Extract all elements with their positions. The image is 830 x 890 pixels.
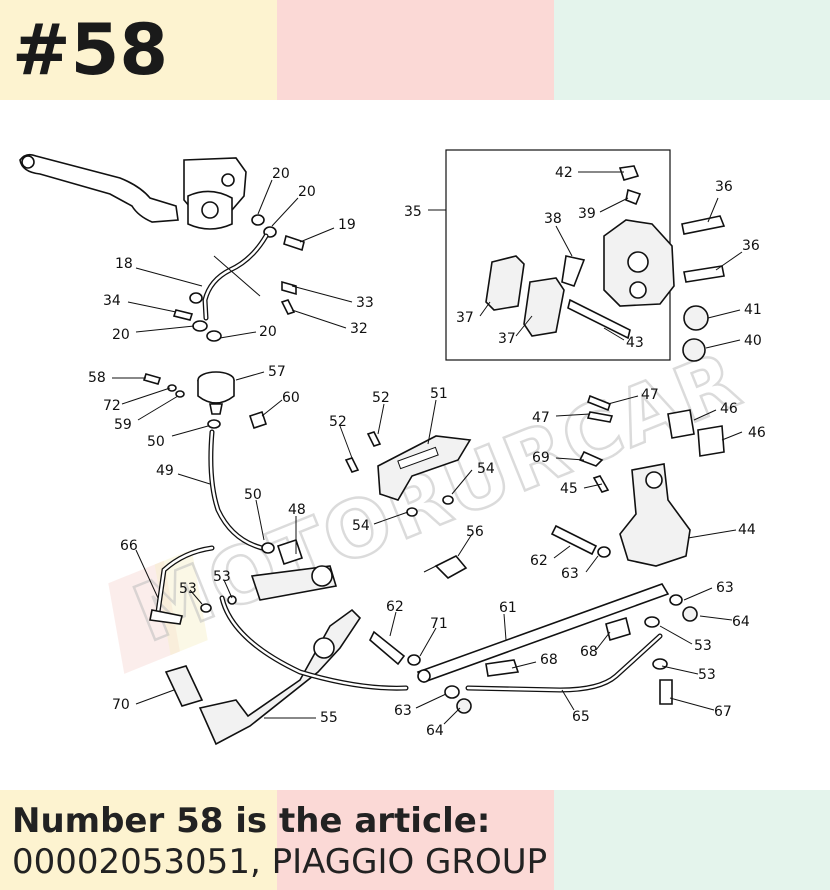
front-brake-lever[interactable] [19,153,179,223]
callout-68-b: 68 [580,644,598,660]
callout-49: 49 [156,463,174,479]
callout-39: 39 [578,206,596,222]
footer-article-line: 00002053051, PIAGGIO GROUP [12,842,547,882]
pedal-rod-61[interactable] [369,583,670,683]
callout-63-c: 63 [394,703,412,719]
leader-lines [112,171,743,725]
band-pink [277,0,554,100]
callout-20-a: 20 [272,166,290,182]
callout-46-b: 46 [748,425,766,441]
callout-37-a: 37 [456,310,474,326]
callout-50-b: 50 [244,487,262,503]
callout-68-a: 68 [540,652,558,668]
brake-pads[interactable] [485,255,565,337]
callout-35: 35 [404,204,422,220]
callout-44: 44 [738,522,756,538]
callout-54-b: 54 [352,518,370,534]
pedal-return-line[interactable] [219,595,409,691]
caliper-bolts[interactable] [681,215,726,362]
callout-46-a: 46 [720,401,738,417]
rear-brake-hose[interactable] [444,594,698,714]
rear-brake-caliper[interactable] [578,394,725,567]
callout-72: 72 [103,398,121,414]
callout-36-a: 36 [715,179,733,195]
callout-63-b: 63 [716,580,734,596]
callout-70: 70 [112,697,130,713]
callout-58: 58 [88,370,106,386]
callout-66: 66 [120,538,138,554]
reservoir-hose[interactable] [208,429,265,551]
callout-47-b: 47 [532,410,550,426]
rear-brake-pedal[interactable] [164,608,362,746]
callout-48: 48 [288,502,306,518]
master-cylinder-bracket[interactable] [344,431,472,517]
callout-53-d: 53 [698,667,716,683]
callout-67: 67 [714,704,732,720]
callout-20-d: 20 [259,324,277,340]
callout-labels: 20 20 19 18 34 20 20 33 32 35 42 39 38 3… [88,165,766,739]
callout-56: 56 [466,524,484,540]
pedal-electrical-hose[interactable] [149,545,237,625]
footer-band-yellow [0,790,277,890]
callout-52-a: 52 [372,390,390,406]
callout-53-c: 53 [694,638,712,654]
callout-64-a: 64 [732,614,750,630]
part-number-heading: #58 [12,9,169,91]
callout-62-a: 62 [530,553,548,569]
front-brake-hose[interactable] [172,233,297,342]
footer-band-pink [277,790,554,890]
rear-brake-reservoir[interactable] [142,371,268,430]
callout-32: 32 [350,321,368,337]
callout-50-a: 50 [147,434,165,450]
callout-57: 57 [268,364,286,380]
callout-47-a: 47 [641,387,659,403]
callout-51: 51 [430,386,448,402]
front-master-cylinder[interactable] [183,157,247,230]
callout-64-b: 64 [426,723,444,739]
footer-band-mint [554,790,830,890]
rear-master-cylinder[interactable] [250,538,338,601]
callout-38: 38 [544,211,562,227]
callout-69: 69 [532,450,550,466]
callout-43: 43 [626,335,644,351]
footer-band [0,790,830,890]
callout-65: 65 [572,709,590,725]
callout-33: 33 [356,295,374,311]
callout-34: 34 [103,293,121,309]
footer-title: Number 58 is the article: [12,801,491,841]
callout-53-a: 53 [179,581,197,597]
callout-55: 55 [320,710,338,726]
callout-41: 41 [744,302,762,318]
front-brake-caliper[interactable] [561,165,675,340]
washers-upper [251,214,305,252]
callout-20-b: 20 [298,184,316,200]
callout-42: 42 [555,165,573,181]
callout-40: 40 [744,333,762,349]
article-code[interactable]: 00002053051 [12,842,250,882]
brake-light-switch[interactable] [423,555,468,579]
callout-37-b: 37 [498,331,516,347]
exploded-parts-diagram: MOTORURCAR [19,149,766,746]
band-yellow [0,0,277,100]
callout-61: 61 [499,600,517,616]
callout-45: 45 [560,481,578,497]
callout-20-c: 20 [112,327,130,343]
callout-18: 18 [115,256,133,272]
pivot-bolts[interactable] [550,524,611,558]
callout-62-b: 62 [386,599,404,615]
callout-53-b: 53 [213,569,231,585]
callout-19: 19 [338,217,356,233]
callout-60: 60 [282,390,300,406]
manufacturer-name: , PIAGGIO GROUP [249,842,548,882]
callout-36-b: 36 [742,238,760,254]
callout-52-b: 52 [329,414,347,430]
header-band [0,0,830,100]
band-mint [554,0,830,100]
callout-71: 71 [430,616,448,632]
callout-59: 59 [114,417,132,433]
callout-63-a: 63 [561,566,579,582]
callout-54-a: 54 [477,461,495,477]
